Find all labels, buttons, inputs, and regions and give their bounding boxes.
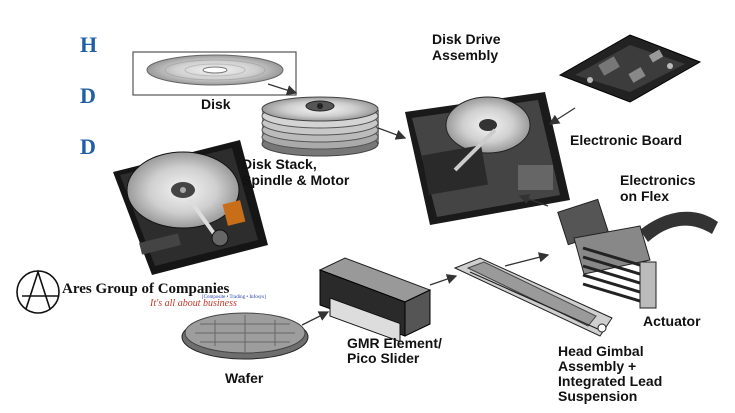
side-letter-d: D — [80, 83, 96, 108]
label-drive-assembly-line1: Disk Drive — [432, 31, 501, 47]
disk-drive-assembly-illustration — [405, 92, 570, 225]
label-drive-assembly-line2: Assembly — [432, 47, 499, 63]
label-disk-stack-line2: Spindle & Motor — [242, 172, 350, 188]
gmr-slider-illustration — [318, 257, 432, 343]
label-hga-line3: Integrated Lead — [558, 373, 663, 389]
disk-stack-illustration — [261, 96, 379, 157]
head-gimbal-assembly-illustration — [453, 257, 613, 337]
arrow-actuator-to-drive — [518, 194, 549, 207]
label-hga-line4: Suspension — [558, 388, 638, 404]
label-hga-line1: Head Gimbal — [558, 343, 644, 359]
arrow-hga-to-actuator — [504, 252, 550, 267]
label-disk-stack-line1: Disk Stack, — [242, 156, 317, 172]
arrow-stack-to-drive — [377, 127, 407, 140]
logo-tagline: It's all about business — [150, 298, 237, 309]
label-electronics-flex-line2: on Flex — [620, 188, 670, 204]
side-letter-d-2: D — [80, 134, 96, 159]
wafer-illustration — [181, 312, 309, 360]
side-letter-h: H — [80, 32, 98, 57]
label-hga-line2: Assembly + — [558, 358, 637, 374]
logo-subline: [Composite • Trading • Infosys] — [202, 295, 266, 300]
hdd-photo — [113, 140, 268, 275]
ares-logo-mark — [16, 269, 60, 314]
flow-arrows — [267, 83, 576, 326]
label-disk: Disk — [201, 96, 231, 112]
arrow-slider-to-hga — [429, 274, 458, 286]
label-electronic-board: Electronic Board — [570, 132, 683, 148]
actuator-illustration — [557, 198, 718, 309]
arrow-disk-to-stack — [267, 83, 298, 96]
label-actuator: Actuator — [643, 313, 701, 329]
disk-illustration — [132, 51, 297, 96]
label-gmr-line1: GMR Element/ — [347, 335, 442, 351]
logo-company-name: Ares Group of Companies — [62, 281, 230, 297]
electronic-board-illustration — [558, 34, 702, 103]
label-electronics-flex-line1: Electronics — [620, 172, 696, 188]
arrow-wafer-to-slider — [301, 311, 330, 326]
label-wafer: Wafer — [225, 370, 264, 386]
arrow-board-to-drive — [548, 107, 576, 125]
label-gmr-line2: Pico Slider — [347, 350, 420, 366]
